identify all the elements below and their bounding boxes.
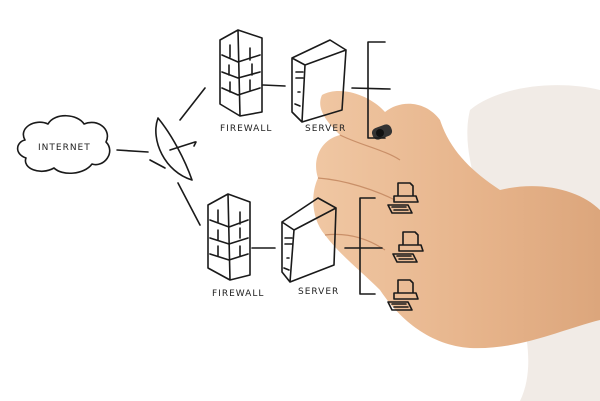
firewall-label-top: FIREWALL	[220, 124, 272, 134]
internet-label: INTERNET	[38, 143, 91, 153]
firewall-icon-top	[219, 29, 263, 117]
firewall-icon-bottom	[207, 193, 251, 281]
server-label-top: SERVER	[305, 124, 346, 134]
server-icon-bottom	[281, 197, 337, 283]
internet-cloud	[16, 114, 111, 174]
server-label-bottom: SERVER	[298, 287, 339, 297]
firewall-label-bottom: FIREWALL	[212, 289, 264, 299]
server-icon-top	[291, 39, 347, 123]
hand	[313, 91, 600, 349]
satellite-dish-icon	[149, 117, 197, 181]
